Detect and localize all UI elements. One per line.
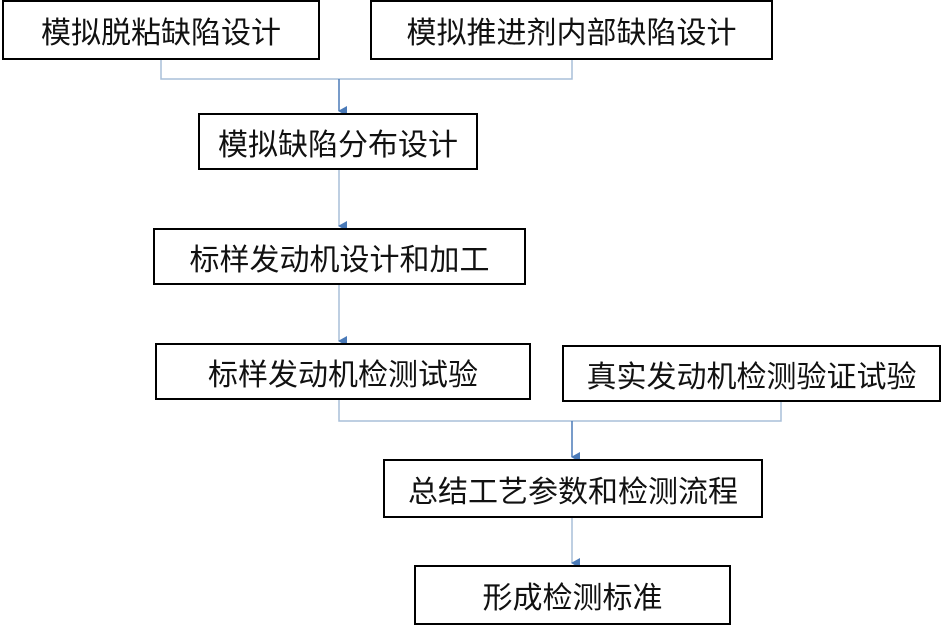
node-propellant-defect: 模拟推进剂内部缺陷设计 — [370, 0, 773, 60]
node-real-engine-test: 真实发动机检测验证试验 — [562, 345, 941, 402]
node-sample-engine-design: 标样发动机设计和加工 — [153, 228, 526, 285]
node-defect-distribution: 模拟缺陷分布设计 — [198, 113, 478, 170]
node-debond-defect: 模拟脱粘缺陷设计 — [2, 0, 320, 60]
connector-top-merge — [160, 60, 573, 80]
node-sample-engine-test: 标样发动机检测试验 — [155, 343, 531, 400]
connector-test-merge — [338, 400, 782, 422]
node-summary: 总结工艺参数和检测流程 — [383, 459, 763, 518]
node-detection-standard: 形成检测标准 — [414, 565, 731, 625]
